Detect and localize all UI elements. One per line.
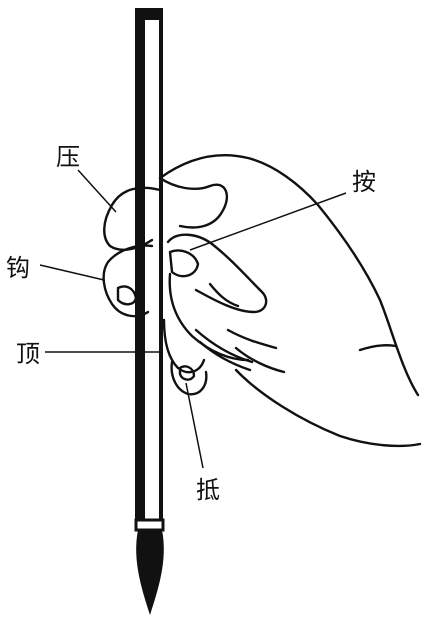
label-ya: 压 [56,143,80,171]
leader-di [185,382,204,469]
thumb-lower [168,272,250,362]
label-di: 抵 [196,476,220,504]
index-finger-knuckle [158,176,229,229]
hand-wrist-crease [358,344,398,352]
hand-palm-outline [234,368,422,448]
brush-ferrule [134,518,165,532]
little-finger-nail [178,365,196,381]
leader-gou [39,264,105,281]
leader-an [189,192,347,251]
brush-tip [136,530,164,615]
leader-lines [39,169,347,469]
brush-top-cap [137,8,161,20]
palm-crease-1 [226,328,278,350]
label-gou: 钩 [6,254,30,282]
thumb-nail [168,249,200,278]
leader-ya [77,169,117,213]
thumb-crease [208,282,240,308]
hand [102,154,422,448]
index-finger [103,186,162,251]
palm-shading [194,328,254,372]
middle-finger [102,244,154,318]
thumb [166,233,268,314]
ring-finger [162,318,206,374]
labels: 压 钩 顶 按 抵 [6,143,376,504]
hand-back-outline [158,154,420,397]
palm-crease-2 [234,346,286,374]
label-an: 按 [352,168,376,196]
middle-finger-nail [116,285,138,306]
brush [134,8,165,615]
label-ding: 顶 [16,340,40,368]
